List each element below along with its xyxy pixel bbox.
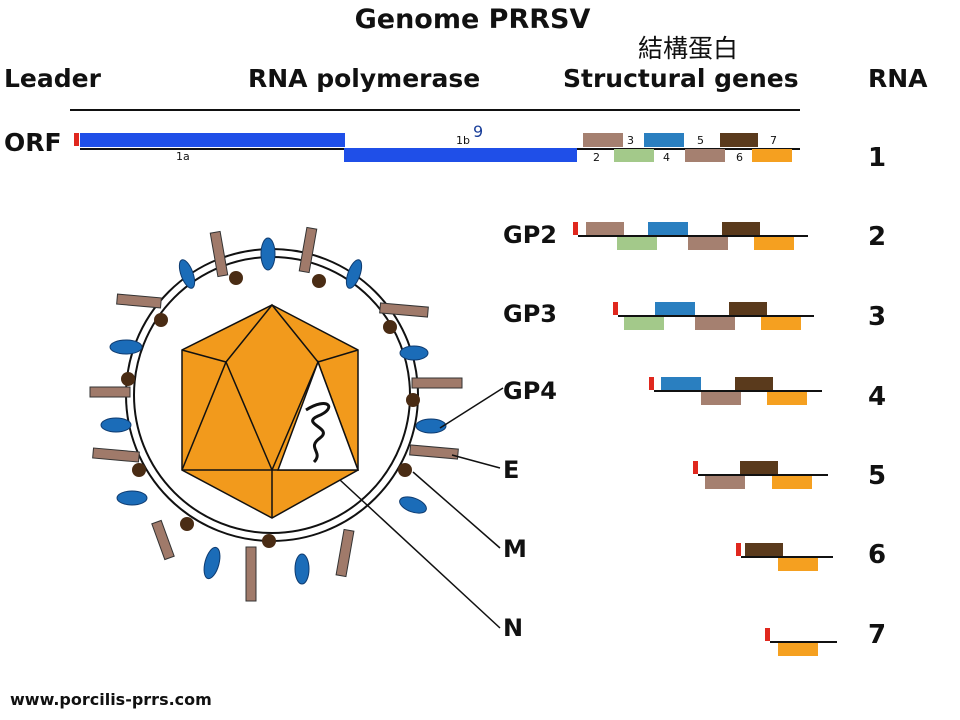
footer-url[interactable]: www.porcilis-prrs.com — [10, 690, 212, 709]
orf-gene-num-7: 7 — [770, 134, 777, 147]
orf1b-superscript: 9 — [473, 122, 484, 141]
leader-header: Leader — [4, 64, 101, 93]
callout-lines — [339, 387, 504, 629]
orf1a-block — [80, 133, 345, 147]
structural-genes-header: Structural genes — [563, 64, 799, 93]
rna-number-1: 1 — [868, 143, 887, 173]
rna-polymerase-header: RNA polymerase — [248, 64, 481, 93]
orf-gene6-block — [752, 149, 792, 162]
orf-leader-block — [74, 133, 79, 146]
n-label: N — [503, 614, 524, 642]
capsid-facets — [181, 303, 359, 518]
e-label: E — [503, 456, 520, 484]
rna-number-6: 6 — [868, 540, 887, 570]
rna-number-5: 5 — [868, 461, 887, 491]
orf-gene-num-4: 4 — [663, 151, 670, 164]
gp2-label: GP2 — [503, 221, 557, 249]
rna-number-2: 2 — [868, 222, 887, 252]
orf-gene-num-3: 3 — [627, 134, 634, 147]
envelope-proteins — [89, 226, 463, 602]
orf-label: ORF — [4, 128, 62, 157]
orf-gene4-block — [685, 149, 725, 162]
orf1b-label: 1b — [456, 134, 470, 147]
orf-gene-num-6: 6 — [736, 151, 743, 164]
m-protein-dots — [121, 271, 420, 548]
orf1b-block — [344, 148, 577, 162]
header-divider — [70, 109, 800, 111]
orf-gene3-teal-block — [644, 133, 684, 147]
orf-gene2-block — [614, 149, 654, 162]
orf1a-label: 1a — [176, 150, 190, 163]
rna-number-7: 7 — [868, 620, 887, 650]
rna-header: RNA — [868, 64, 928, 93]
m-label: M — [503, 535, 527, 563]
spike-glycoproteins — [100, 237, 447, 585]
orf-gene-num-2: 2 — [593, 151, 600, 164]
structural-protein-label: 結構蛋白 — [638, 34, 739, 63]
orf-gene-num-5: 5 — [697, 134, 704, 147]
rna-number-4: 4 — [868, 382, 887, 412]
rna-genome-squiggle — [305, 402, 331, 464]
orf-gene3-tan-block — [583, 133, 623, 147]
gp4-label: GP4 — [503, 377, 557, 405]
rna-number-3: 3 — [868, 302, 887, 332]
page-title: Genome PRRSV — [354, 4, 591, 35]
orf-gene5-block — [720, 133, 758, 147]
gp3-label: GP3 — [503, 300, 557, 328]
